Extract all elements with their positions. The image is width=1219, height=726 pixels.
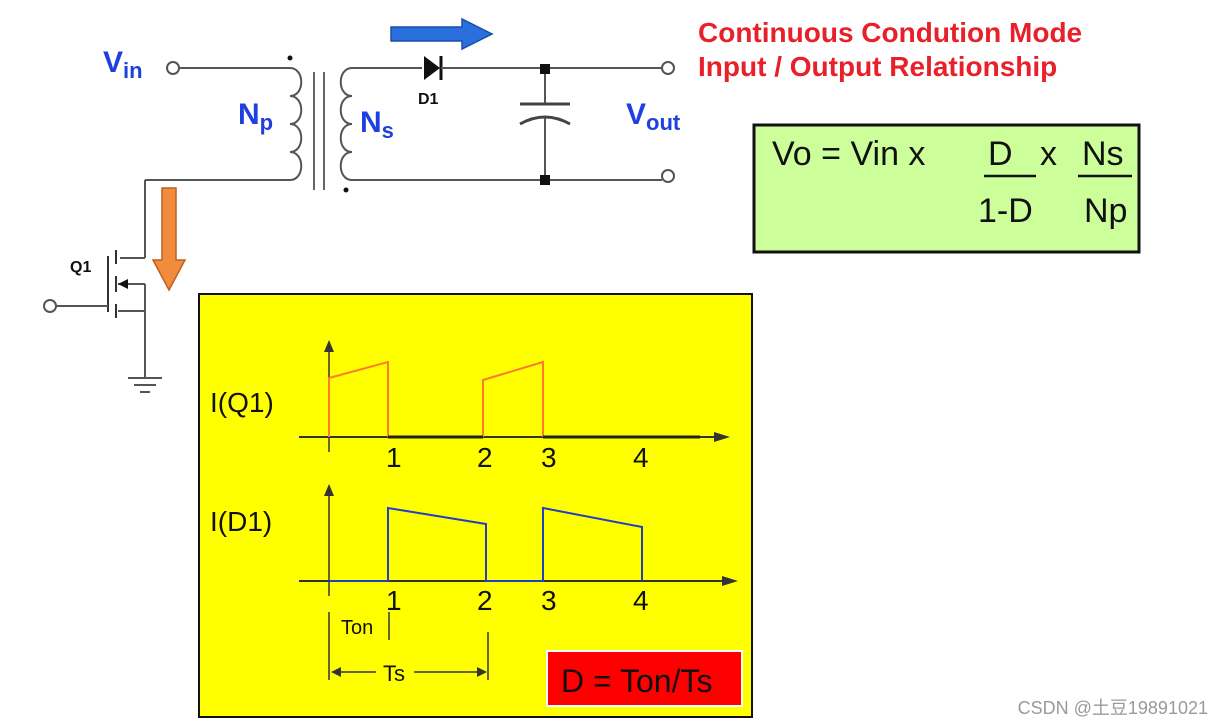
iq1-trace — [328, 360, 544, 437]
body-arrow-icon — [118, 279, 128, 289]
iq1-tick-3: 3 — [541, 442, 557, 473]
id1-tick-2: 2 — [477, 585, 493, 616]
iq1-tick-4: 4 — [633, 442, 649, 473]
formula-lhs: Vo = Vin x — [772, 135, 925, 173]
id1-label: I(D1) — [210, 506, 272, 537]
formula-numerator-ns: Ns — [1082, 135, 1124, 173]
watermark: CSDN @土豆19891021 — [1018, 698, 1208, 718]
id1-tick-3: 3 — [541, 585, 557, 616]
node-bottom — [540, 175, 550, 185]
title-line-2: Input / Output Relationship — [698, 51, 1057, 82]
vin-label: Vin — [103, 46, 143, 83]
panel-background — [198, 293, 753, 718]
id1-x-axis-arrow-icon — [722, 576, 738, 586]
formula-operator: x — [1040, 135, 1057, 173]
node-top — [540, 64, 550, 74]
formula-background — [752, 123, 1141, 254]
secondary-dot — [343, 187, 349, 193]
formula-numerator-d: D — [988, 135, 1013, 173]
ts-arrow-right-icon — [477, 667, 487, 677]
id1-tick-1: 1 — [386, 585, 402, 616]
current-direction-arrow-icon — [390, 17, 494, 51]
switch-current-arrow-icon — [151, 187, 187, 292]
primary-dot — [287, 55, 293, 61]
ton-label: Ton — [341, 617, 373, 639]
duty-cycle-box — [546, 650, 743, 707]
iq1-x-axis-arrow-icon — [714, 432, 730, 442]
title-line-1: Continuous Condution Mode — [698, 17, 1082, 48]
iq1-label: I(Q1) — [210, 387, 274, 418]
np-label: Np — [238, 98, 273, 135]
iq1-tick-1: 1 — [386, 442, 402, 473]
gate-terminal — [43, 299, 57, 313]
id1-y-axis-arrow-icon — [324, 484, 334, 496]
diode-label: D1 — [418, 91, 439, 108]
iq1-y-axis-arrow-icon — [324, 340, 334, 352]
vout-label: Vout — [626, 98, 681, 135]
primary-winding — [289, 67, 303, 181]
vout-terminal-bottom — [661, 169, 675, 183]
formula-denominator-np: Np — [1084, 192, 1127, 230]
circuit — [43, 55, 675, 393]
mosfet-label: Q1 — [70, 259, 91, 276]
iq1-tick-2: 2 — [477, 442, 493, 473]
waveform-panel: I(Q1) I(D1) 1 2 3 4 1 2 3 4 Ton Ts — [198, 293, 753, 718]
ns-label: Ns — [360, 106, 394, 143]
formula-denominator-1-d: 1-D — [978, 192, 1033, 230]
capacitor-plate-bottom — [519, 115, 571, 126]
formula-box: Vo = Vin x D x Ns 1-D Np — [752, 123, 1141, 254]
vout-terminal-top — [661, 61, 675, 75]
ts-arrow-left-icon — [331, 667, 341, 677]
diode-icon — [424, 56, 440, 80]
id1-tick-4: 4 — [633, 585, 649, 616]
id1-trace — [329, 506, 643, 582]
duty-cycle-label: D = Ton/Ts — [561, 663, 712, 699]
ts-label: Ts — [383, 661, 405, 686]
secondary-winding — [339, 67, 353, 181]
vin-terminal — [166, 61, 180, 75]
